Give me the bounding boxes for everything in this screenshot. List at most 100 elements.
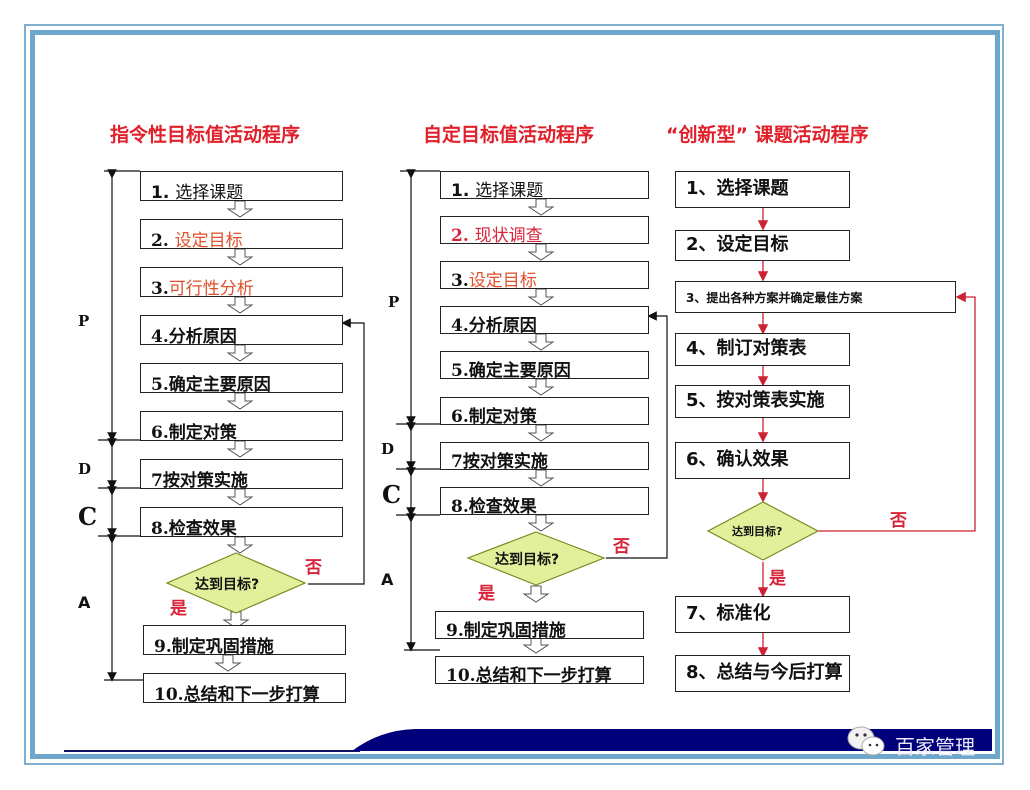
step-text: 7、标准化 <box>686 603 771 624</box>
col3-step-2: 2、设定目标 <box>675 230 850 261</box>
phase-label-d: D <box>381 440 395 458</box>
col3-step-6: 6、确认效果 <box>675 442 850 479</box>
col1-step-2: 2. 设定目标 <box>140 219 343 251</box>
step-text: 分析原因 <box>468 316 537 336</box>
col1-no-label: 否 <box>305 558 322 578</box>
col1-step-3: 3.可行性分析 <box>140 267 343 299</box>
step-num: 7 <box>151 471 163 491</box>
column2-title: 自定目标值活动程序 <box>423 124 595 146</box>
col2-step-3: 3.设定目标 <box>440 261 649 291</box>
col1-step-10: 10.总结和下一步打算 <box>143 673 346 705</box>
column1-title: 指令性目标值活动程序 <box>110 124 301 146</box>
phase-label-a: A <box>78 593 91 612</box>
step-text: 设定目标 <box>468 271 537 291</box>
step-num: 9. <box>154 637 172 657</box>
step-num: 5. <box>451 361 469 381</box>
step-num: 1. <box>451 181 476 201</box>
col2-no-label: 否 <box>613 537 630 557</box>
step-text: 选择课题 <box>475 181 544 201</box>
step-text: 制定巩固措施 <box>171 637 274 657</box>
step-num: 8. <box>451 497 469 517</box>
step-num: 7 <box>451 452 463 472</box>
col3-no-label: 否 <box>890 511 907 531</box>
wechat-icon <box>847 726 885 756</box>
phase-label-p: P <box>78 312 90 330</box>
step-text: 按对策实施 <box>462 452 548 472</box>
col3-step-1: 1、选择课题 <box>675 171 850 208</box>
col3-step-7: 7、标准化 <box>675 596 850 633</box>
col2-step-5: 5.确定主要原因 <box>440 351 649 381</box>
step-text: 检查效果 <box>168 519 237 539</box>
step-num: 4. <box>451 316 469 336</box>
step-text: 总结和下一步打算 <box>475 666 612 686</box>
step-num: 10. <box>154 685 184 705</box>
col2-decision-label: 达到目标? <box>495 552 560 568</box>
step-text: 选择课题 <box>175 183 244 203</box>
step-num: 6. <box>151 423 169 443</box>
step-num: 3. <box>451 271 469 291</box>
col1-step-4: 4.分析原因 <box>140 315 343 347</box>
footer-brand: 百家管理 <box>895 735 975 759</box>
step-text: 2、设定目标 <box>686 234 789 255</box>
col2-step-1: 1. 选择课题 <box>440 171 649 201</box>
step-text: 制定对策 <box>168 423 237 443</box>
step-text: 现状调查 <box>474 226 543 246</box>
step-text: 制定巩固措施 <box>463 621 566 641</box>
step-text: 3、提出各种方案并确定最佳方案 <box>686 291 863 305</box>
col3-decision-label: 达到目标? <box>732 525 783 538</box>
col2-step-4: 4.分析原因 <box>440 306 649 336</box>
col2-step-6: 6.制定对策 <box>440 397 649 427</box>
slide-frame-inner <box>30 30 1000 759</box>
col2-yes-label: 是 <box>478 584 495 604</box>
step-num: 2. <box>151 231 175 251</box>
step-text: 分析原因 <box>168 327 237 347</box>
phase-label-c: C <box>382 480 402 509</box>
phase-label-d: D <box>78 460 92 478</box>
column3-title: “创新型” 课题活动程序 <box>666 124 869 146</box>
step-num: 10. <box>446 666 476 686</box>
step-num: 3. <box>151 279 169 299</box>
step-text: 确定主要原因 <box>468 361 571 381</box>
col3-step-4: 4、制订对策表 <box>675 333 850 366</box>
col1-step-9: 9.制定巩固措施 <box>143 625 346 657</box>
col1-step-6: 6.制定对策 <box>140 411 343 443</box>
phase-label-a: A <box>381 570 394 589</box>
col1-step-7: 7按对策实施 <box>140 459 343 491</box>
col1-step-8: 8.检查效果 <box>140 507 343 539</box>
col3-yes-label: 是 <box>769 569 786 589</box>
step-num: 8. <box>151 519 169 539</box>
col1-step-1: 1. 选择课题 <box>140 171 343 203</box>
step-text: 6、确认效果 <box>686 449 789 470</box>
step-text: 5、按对策表实施 <box>686 390 825 411</box>
step-text: 设定目标 <box>174 231 243 251</box>
col1-yes-label: 是 <box>170 599 187 619</box>
step-text: 按对策实施 <box>162 471 248 491</box>
step-text: 1、选择课题 <box>686 178 789 199</box>
step-num: 2. <box>451 226 475 246</box>
slide-frame-outer <box>24 24 1004 765</box>
step-num: 5. <box>151 375 169 395</box>
step-num: 1. <box>151 183 176 203</box>
step-text: 可行性分析 <box>168 279 254 299</box>
step-text: 总结和下一步打算 <box>183 685 320 705</box>
step-num: 6. <box>451 407 469 427</box>
col3-step-8: 8、总结与今后打算 <box>675 655 850 692</box>
col2-step-10: 10.总结和下一步打算 <box>435 656 644 686</box>
phase-label-c: C <box>78 502 98 531</box>
step-num: 4. <box>151 327 169 347</box>
step-num: 9. <box>446 621 464 641</box>
step-text: 确定主要原因 <box>168 375 271 395</box>
col2-step-9: 9.制定巩固措施 <box>435 611 644 641</box>
step-text: 4、制订对策表 <box>686 338 807 359</box>
col3-step-5: 5、按对策表实施 <box>675 385 850 418</box>
phase-label-p: P <box>388 293 400 311</box>
col2-step-7: 7按对策实施 <box>440 442 649 472</box>
step-text: 制定对策 <box>468 407 537 427</box>
step-text: 8、总结与今后打算 <box>686 662 843 683</box>
step-text: 检查效果 <box>468 497 537 517</box>
col2-step-8: 8.检查效果 <box>440 487 649 517</box>
col2-step-2: 2. 现状调查 <box>440 216 649 246</box>
col1-decision-label: 达到目标? <box>195 577 260 593</box>
col3-step-3: 3、提出各种方案并确定最佳方案 <box>675 281 956 313</box>
